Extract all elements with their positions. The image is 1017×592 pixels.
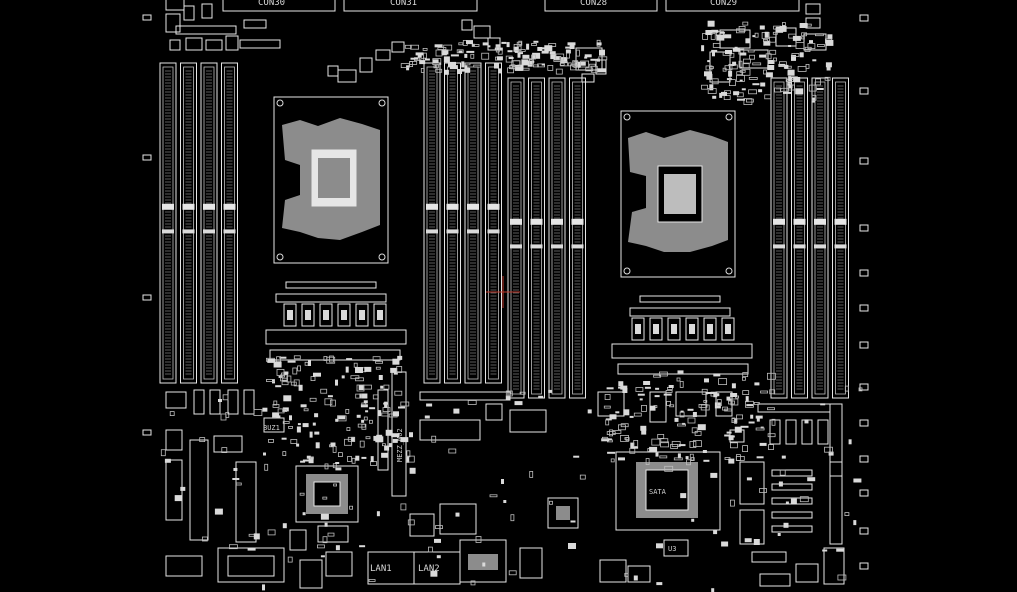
bmc-chip[interactable] bbox=[289, 465, 359, 577]
svg-text:CON28: CON28 bbox=[580, 0, 607, 8]
vrm-cpu1 bbox=[265, 281, 407, 361]
center-lower-components bbox=[409, 391, 765, 583]
svg-text:BUZ1: BUZ1 bbox=[263, 424, 280, 432]
dimm-slot-cr4[interactable] bbox=[569, 77, 586, 399]
edge-marker bbox=[859, 14, 869, 22]
vrm-inductor bbox=[355, 303, 369, 327]
lower-right-components bbox=[751, 403, 845, 587]
top-left-components bbox=[165, 0, 281, 51]
svg-text:LAN2: LAN2 bbox=[418, 564, 440, 574]
dimm-slot-cl3[interactable] bbox=[464, 62, 482, 384]
dimm-slot-r3[interactable] bbox=[811, 77, 829, 399]
svg-text:CON29: CON29 bbox=[710, 0, 737, 8]
svg-text:CON31: CON31 bbox=[390, 0, 417, 8]
dimm-slot-l3[interactable] bbox=[200, 62, 218, 384]
edge-marker bbox=[859, 562, 869, 570]
cpu1-socket[interactable] bbox=[273, 96, 389, 264]
cpu2-socket[interactable] bbox=[620, 110, 736, 278]
vrm-inductor bbox=[301, 303, 315, 327]
svg-text:SATA: SATA bbox=[649, 488, 667, 496]
svg-text:MEZZ_M02: MEZZ_M02 bbox=[396, 428, 404, 462]
edge-marker bbox=[142, 294, 152, 301]
dimm-slot-cl2[interactable] bbox=[444, 62, 461, 384]
vrm-inductor bbox=[685, 317, 699, 341]
edge-marker bbox=[859, 341, 869, 349]
vrm-inductor bbox=[703, 317, 717, 341]
dimm-slot-cr3[interactable] bbox=[548, 77, 566, 399]
vrm-inductor bbox=[667, 317, 681, 341]
dimm-slot-r2[interactable] bbox=[791, 77, 808, 399]
vrm-inductor bbox=[373, 303, 387, 327]
edge-marker bbox=[859, 224, 869, 232]
edge-marker bbox=[859, 527, 869, 535]
vrm-cpu2 bbox=[611, 295, 753, 375]
vrm-inductor bbox=[283, 303, 297, 327]
dimm-slot-cl1[interactable] bbox=[423, 62, 441, 384]
top-center-components bbox=[327, 3, 827, 83]
vrm-inductor bbox=[337, 303, 351, 327]
dimm-slot-r1[interactable] bbox=[770, 77, 788, 399]
edge-marker bbox=[859, 269, 869, 277]
dimm-group-right[interactable] bbox=[770, 77, 849, 399]
dimm-group-left[interactable] bbox=[159, 62, 238, 384]
vrm-inductor bbox=[631, 317, 645, 341]
dimm-group-center-right[interactable] bbox=[507, 77, 586, 399]
dimm-group-center-left[interactable] bbox=[423, 62, 502, 384]
top-connector-con29[interactable]: CON29 bbox=[665, 0, 800, 12]
edge-marker bbox=[859, 157, 869, 165]
vrm-inductor bbox=[319, 303, 333, 327]
scattered-pads bbox=[160, 20, 863, 592]
lower-left-components: BUZ1 bbox=[165, 389, 323, 589]
vrm-inductor bbox=[649, 317, 663, 341]
crosshair-cursor bbox=[486, 276, 520, 308]
lan-ports[interactable]: LAN1 LAN2 bbox=[367, 539, 507, 585]
dimm-slot-l1[interactable] bbox=[159, 62, 177, 384]
edge-marker bbox=[859, 304, 869, 312]
svg-text:LAN1: LAN1 bbox=[370, 564, 392, 574]
top-connector-con30[interactable]: CON30 bbox=[222, 0, 336, 12]
svg-text:U3: U3 bbox=[668, 545, 676, 553]
top-connector-con31[interactable]: CON31 bbox=[343, 0, 478, 12]
vrm-inductor bbox=[721, 317, 735, 341]
dimm-slot-cr2[interactable] bbox=[528, 77, 545, 399]
dimm-slot-l2[interactable] bbox=[180, 62, 197, 384]
svg-text:CON30: CON30 bbox=[258, 0, 285, 8]
edge-marker bbox=[859, 383, 869, 391]
dimm-slot-cl4[interactable] bbox=[485, 62, 502, 384]
dimm-slot-r4[interactable] bbox=[832, 77, 849, 399]
edge-marker bbox=[142, 154, 152, 161]
edge-marker bbox=[142, 14, 152, 21]
dimm-slot-l4[interactable] bbox=[221, 62, 238, 384]
edge-marker bbox=[859, 419, 869, 427]
pch-chip[interactable]: SATA U3 bbox=[615, 451, 721, 557]
edge-marker bbox=[142, 429, 152, 436]
edge-markers bbox=[142, 14, 869, 570]
edge-marker bbox=[859, 455, 869, 463]
dimm-slot-cr1[interactable] bbox=[507, 77, 525, 399]
edge-marker bbox=[859, 489, 869, 497]
top-connector-con28[interactable]: CON28 bbox=[544, 0, 658, 12]
edge-marker bbox=[859, 87, 869, 95]
